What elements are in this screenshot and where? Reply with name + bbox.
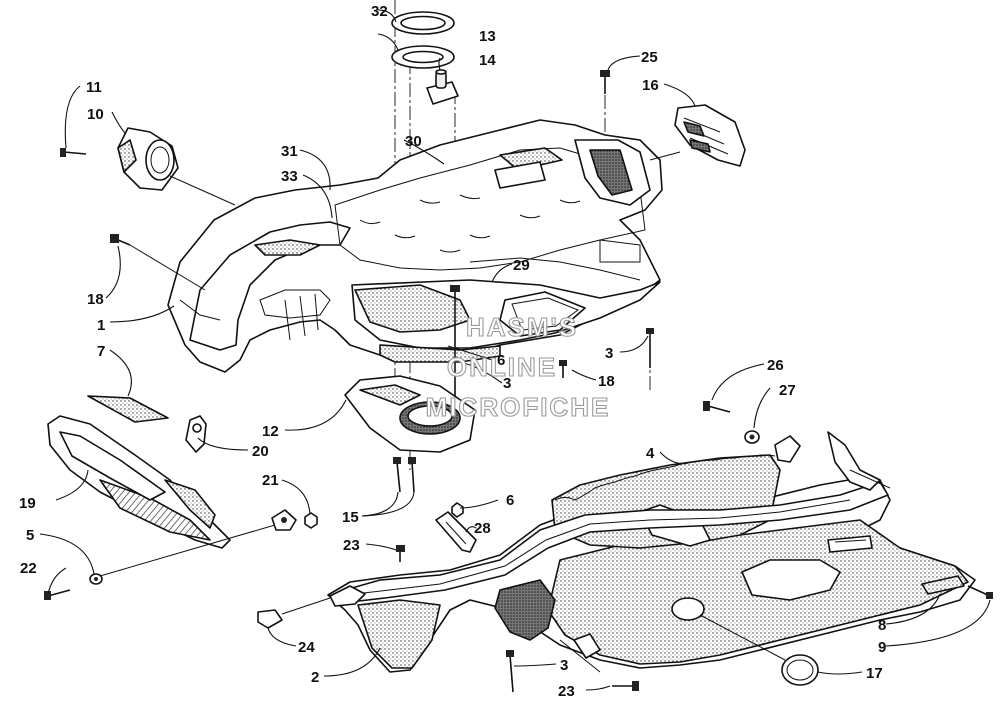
callout-29: 29 <box>513 257 530 274</box>
callout-31: 31 <box>281 143 298 160</box>
nut-6 <box>451 502 464 518</box>
callout-7: 7 <box>97 343 105 360</box>
upper-pan-1 <box>167 119 663 373</box>
tag-8 <box>921 575 965 595</box>
bracket-21 <box>271 509 318 531</box>
ring-32 <box>391 11 455 35</box>
clip-20 <box>185 415 207 453</box>
stud-3a <box>646 328 654 368</box>
leader-lines <box>39 9 991 691</box>
callout-5: 5 <box>26 527 34 544</box>
bracket-28 <box>435 511 477 553</box>
callout-32: 32 <box>371 3 388 20</box>
watermark-line-2: ONLINE <box>447 352 557 382</box>
callout-17: 17 <box>866 665 883 682</box>
stud-3b <box>450 285 460 405</box>
headlight-housing-10 <box>117 127 179 191</box>
callout-21: 21 <box>262 472 279 489</box>
bolt-22 <box>44 589 71 600</box>
callout-18-left: 18 <box>87 291 104 308</box>
callout-23-lower: 23 <box>558 683 575 700</box>
callout-24: 24 <box>298 639 315 656</box>
callout-9: 9 <box>878 639 886 656</box>
callout-20: 20 <box>252 443 269 460</box>
callout-12: 12 <box>262 423 279 440</box>
callout-10: 10 <box>87 106 104 123</box>
plug-17 <box>671 597 819 686</box>
watermark-line-3: MICROFICHE <box>426 392 611 422</box>
callout-3-right: 3 <box>605 345 613 362</box>
washer-27 <box>744 430 760 444</box>
callout-1: 1 <box>97 317 105 334</box>
callout-18-right: 18 <box>598 373 615 390</box>
screw-18a <box>110 234 131 246</box>
callout-22: 22 <box>20 560 37 577</box>
callout-3-upper: 3 <box>503 375 511 392</box>
watermark: HASM'S ONLINE MICROFICHE <box>425 311 611 422</box>
screw-23a <box>396 545 405 562</box>
callout-4: 4 <box>646 445 655 462</box>
screws-15 <box>393 457 416 493</box>
callout-13: 13 <box>479 28 496 45</box>
lower-belly-pan-2 <box>327 431 976 673</box>
vent-fitting-14 <box>426 69 459 105</box>
screw-11 <box>60 148 87 157</box>
callout-23-upper: 23 <box>343 537 360 554</box>
callout-3-lower: 3 <box>560 657 568 674</box>
callout-2: 2 <box>311 669 319 686</box>
callout-14: 14 <box>479 52 496 69</box>
callout-16: 16 <box>642 77 659 94</box>
watermark-line-1: HASM'S <box>466 312 578 342</box>
screw-26 <box>703 401 731 413</box>
front-bumper-19 <box>47 415 231 549</box>
callout-19: 19 <box>19 495 36 512</box>
callout-33: 33 <box>281 168 298 185</box>
callout-27: 27 <box>779 382 796 399</box>
callout-15: 15 <box>342 509 359 526</box>
callout-6-upper: 6 <box>497 352 505 369</box>
callout-25: 25 <box>641 49 658 66</box>
pad-7 <box>87 395 169 423</box>
callout-11: 11 <box>86 79 102 96</box>
callout-8: 8 <box>878 617 886 634</box>
stud-3c <box>506 650 514 693</box>
callout-labels: 32 32 13 14 25 16 11 10 30 31 33 29 18 1… <box>19 3 886 700</box>
clip-24 <box>257 609 283 629</box>
screw-9 <box>967 585 993 599</box>
callout-28: 28 <box>474 520 491 537</box>
flange-13 <box>391 45 455 69</box>
callout-30: 30 <box>405 133 422 150</box>
washer-5 <box>89 573 103 585</box>
callout-6-lower: 6 <box>506 492 514 509</box>
screw-25 <box>600 70 610 94</box>
screw-23b <box>612 681 639 691</box>
callout-26: 26 <box>767 357 784 374</box>
vent-grille-16 <box>674 104 746 167</box>
plate-12 <box>344 375 476 453</box>
screw-18b <box>559 360 567 378</box>
